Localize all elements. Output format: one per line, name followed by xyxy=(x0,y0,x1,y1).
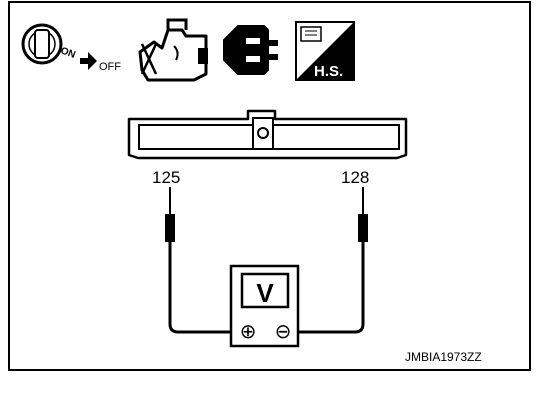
ignition-arrow-icon xyxy=(80,52,97,70)
connector-icon xyxy=(223,25,278,75)
probe-lead-negative xyxy=(293,187,368,334)
ignition-on-label: ON xyxy=(59,45,77,60)
connector-lock-hole xyxy=(257,127,269,139)
voltmeter: V ⊕ ⊖ xyxy=(229,264,300,348)
probe-lead-positive xyxy=(165,187,238,334)
pin-label-125: 125 xyxy=(152,168,180,187)
harness-connector xyxy=(127,109,408,160)
voltmeter-label: V xyxy=(256,278,274,308)
hs-badge-label: H.S. xyxy=(314,63,343,80)
harness-hs-icon: H.S. xyxy=(295,21,355,81)
ignition-switch-icon: ON OFF xyxy=(21,23,121,73)
engine-icon xyxy=(138,18,208,82)
figure-code: JMBIA1973ZZ xyxy=(405,350,482,364)
minus-terminal-icon: ⊖ xyxy=(275,321,292,343)
ignition-off-label: OFF xyxy=(99,61,121,73)
voltmeter-display xyxy=(240,272,290,309)
pin-label-128: 128 xyxy=(341,168,369,187)
plus-terminal-icon: ⊕ xyxy=(240,321,257,343)
